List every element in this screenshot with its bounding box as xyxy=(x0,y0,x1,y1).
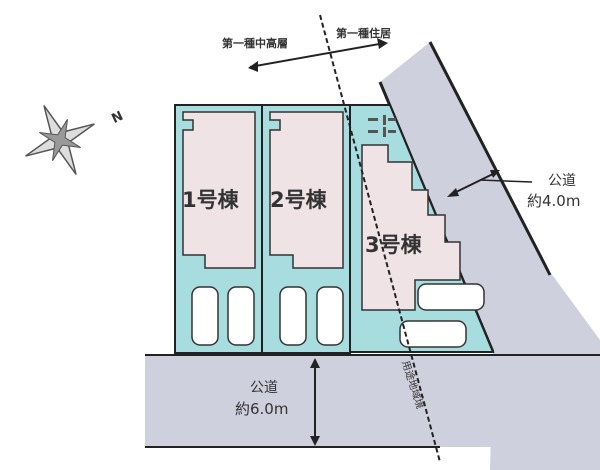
road-south-name: 公道 xyxy=(250,380,278,396)
compass-north-label: N xyxy=(109,109,125,127)
road-south-width: 約6.0m xyxy=(235,400,288,418)
building-1-label: 1号棟 xyxy=(182,188,240,212)
zone-arrow xyxy=(249,42,386,68)
building-2-label: 2号棟 xyxy=(270,188,328,212)
road-east-far-edge xyxy=(428,41,552,276)
house-3 xyxy=(361,144,461,311)
zone-right-label: 第一種住居 xyxy=(336,26,391,40)
zoning-boundary-line xyxy=(319,14,441,463)
utility-marks xyxy=(368,115,396,137)
house-1 xyxy=(182,111,256,269)
road-south xyxy=(145,355,600,447)
zone-left-label: 第一種中高層 xyxy=(222,36,288,50)
house-2 xyxy=(269,111,344,269)
road-east-width: 約4.0m xyxy=(527,192,580,210)
building-3-label: 3号棟 xyxy=(365,233,423,257)
road-east-name: 公道 xyxy=(548,173,576,189)
parking-cars xyxy=(191,283,485,348)
compass-icon xyxy=(25,105,95,175)
